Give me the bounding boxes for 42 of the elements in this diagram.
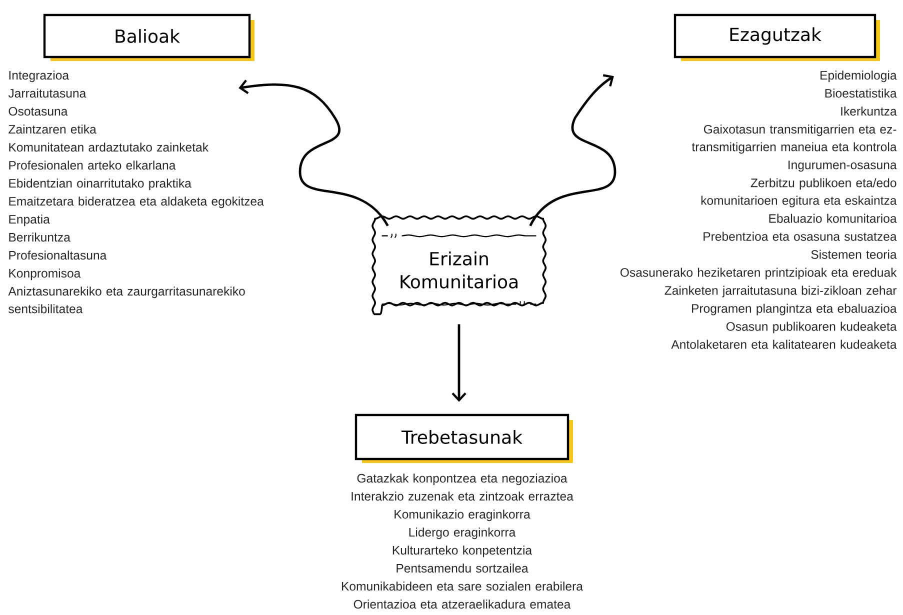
- heading-box: Trebetasunak: [354, 414, 573, 463]
- list-item: Sistemen teoria: [811, 250, 897, 259]
- list-item: Osasunerako heziketaren printzipioak eta ereduak: [620, 268, 897, 280]
- list-item: Emaitzetara bideratzea eta aldaketa egokitzea: [9, 196, 264, 208]
- list-item: Berrikuntza: [9, 232, 70, 242]
- list-item: Zaintzaren etika: [8, 124, 96, 134]
- title-banner: Erizain Komunitarioa: [372, 215, 547, 316]
- list-item: Ebidentzian oinarritutako praktika: [9, 178, 192, 190]
- list-item: Aniztasunarekiko eta zaurgarritasunarekiko sentsibilitatea: [8, 286, 245, 314]
- curved-arrow: [529, 74, 616, 226]
- list-item: Komunikazio eraginkorra: [394, 510, 530, 522]
- list-item: Komunitatean ardaztutako zainketak: [9, 142, 209, 152]
- list-item: Jarraitutasuna: [8, 88, 86, 98]
- list-item: Ebaluazio komunitarioa: [769, 214, 897, 223]
- list-item: Orientazioa eta atzeraelikadura ematea: [354, 600, 571, 609]
- list-item: Komunikabideen eta sare sozialen erabilera: [342, 582, 583, 591]
- list-item: Interakzio zuzenak eta zintzoak erraztea: [352, 492, 574, 501]
- curved-arrow: [452, 324, 466, 402]
- list-item: Ingurumen-osasuna: [788, 160, 897, 172]
- list-item: Gatazkak konpontzea eta negoziazioa: [357, 474, 568, 486]
- list-item: Ikerkuntza: [841, 106, 897, 116]
- list-item: Profesionaltasuna: [9, 250, 107, 260]
- list-item: Lidergo eraginkorra: [409, 528, 516, 540]
- heading-box: Balioak: [43, 14, 254, 61]
- list-item: Antolaketaren eta kalitatearen kudeaketa: [671, 340, 897, 349]
- list-item: Enpatia: [9, 214, 50, 226]
- list-item: Osotasuna: [8, 106, 68, 116]
- list-item: Profesionalen arteko elkarlana: [9, 160, 176, 170]
- list-item: Gaixotasun transmitigarrien eta ez-transmitigarrien maneiua eta kontrola: [692, 124, 897, 154]
- heading-box: Ezagutzak: [674, 14, 880, 61]
- list-item: Zainketen jarraitutasuna bizi-zikloan zehar: [664, 286, 897, 298]
- list-item: Zerbitzu publikoen eta/edo komunitarioen egitura eta eskaintza: [701, 178, 897, 208]
- list-item: Prebentzioa eta osasuna sustatzea: [704, 232, 897, 241]
- curved-arrow: [238, 80, 389, 226]
- list-item: Konpromisoa: [9, 268, 81, 280]
- list-item: Integrazioa: [9, 70, 70, 82]
- list-item: Osasun publikoaren kudeaketa: [726, 322, 897, 334]
- list-item: Kulturarteko konpetentzia: [392, 546, 532, 558]
- list-item: Bioestatistika: [825, 88, 897, 98]
- list-item: Pentsamendu sortzailea: [396, 564, 528, 573]
- list-item: Epidemiologia: [820, 70, 897, 82]
- list-item: Programen plangintza eta ebaluazioa: [692, 304, 897, 316]
